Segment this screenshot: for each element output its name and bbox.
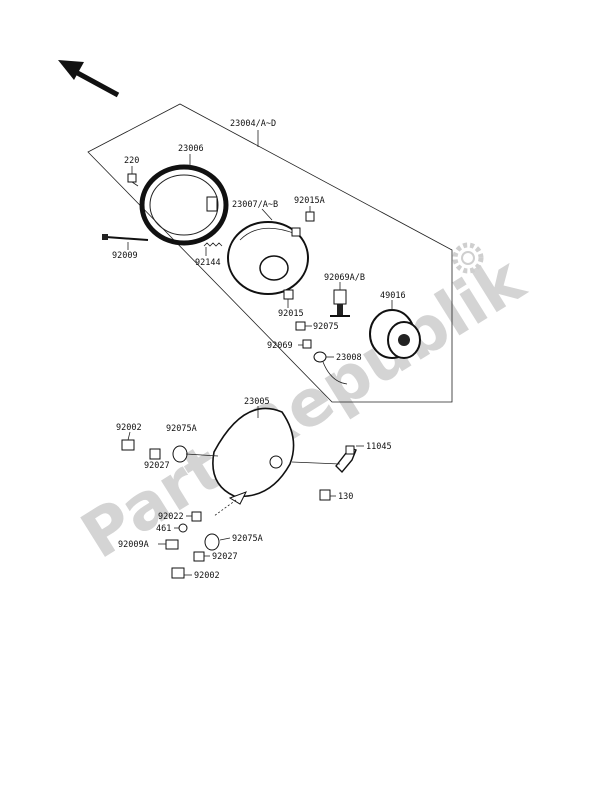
headlight-unit-23007 [227,221,309,295]
part-labels: 23004/A~D 23006 220 92009 92144 23007/A~… [112,119,406,581]
label-23004: 23004/A~D [230,119,276,129]
bulb-socket-49016 [369,309,421,359]
part-92015A [305,211,315,222]
label-92027-lower: 92027 [212,552,238,562]
part-92075A-lower [204,533,220,551]
front-direction-arrow-icon [58,60,120,98]
part-92075 [295,321,306,331]
label-92075A-upper: 92075A [166,424,197,434]
label-92015A: 92015A [294,196,325,206]
label-130: 130 [338,492,353,502]
label-461: 461 [156,524,171,534]
label-92009A: 92009A [118,540,149,550]
bracket-11045 [335,445,357,474]
label-92144: 92144 [195,258,221,268]
bolt-92002-lower [171,567,185,579]
label-92075: 92075 [313,322,339,332]
part-92069 [302,339,312,349]
bulb-92069A [330,289,350,317]
part-92015 [283,289,294,300]
label-92069A: 92069A/B [324,273,365,283]
gear-watermark-icon [452,242,484,274]
headlight-housing-23005 [212,407,295,505]
label-92015: 92015 [278,309,304,319]
part-92022 [191,511,202,522]
label-23006: 23006 [178,144,204,154]
nut-92027-upper [149,448,161,460]
label-92027-upper: 92027 [144,461,170,471]
label-92009: 92009 [112,251,138,261]
label-92002-upper: 92002 [116,423,142,433]
screw-92009 [102,234,149,241]
label-220: 220 [124,156,139,166]
label-11045: 11045 [366,442,392,452]
bolt-130 [319,489,331,501]
headlight-rim-23006 [139,164,229,246]
label-92002-lower: 92002 [194,571,220,581]
spring-92144 [203,242,223,247]
label-23005: 23005 [244,397,270,407]
label-23007: 23007/A~B [232,200,278,210]
label-49016: 49016 [380,291,406,301]
screw-92009A [165,539,179,550]
assembly-boundary [87,103,453,403]
label-23008: 23008 [336,353,362,363]
screw-220 [127,173,139,187]
bolt-92002-upper [121,439,135,451]
label-92075A-lower: 92075A [232,534,263,544]
label-92022: 92022 [158,512,184,522]
leader-lines [127,130,393,576]
watermark-text: PartsRepublik [69,242,538,573]
part-92075A-upper [172,445,188,463]
nut-92027-lower [193,551,205,562]
label-92069: 92069 [267,341,293,351]
washer-461 [178,523,188,533]
